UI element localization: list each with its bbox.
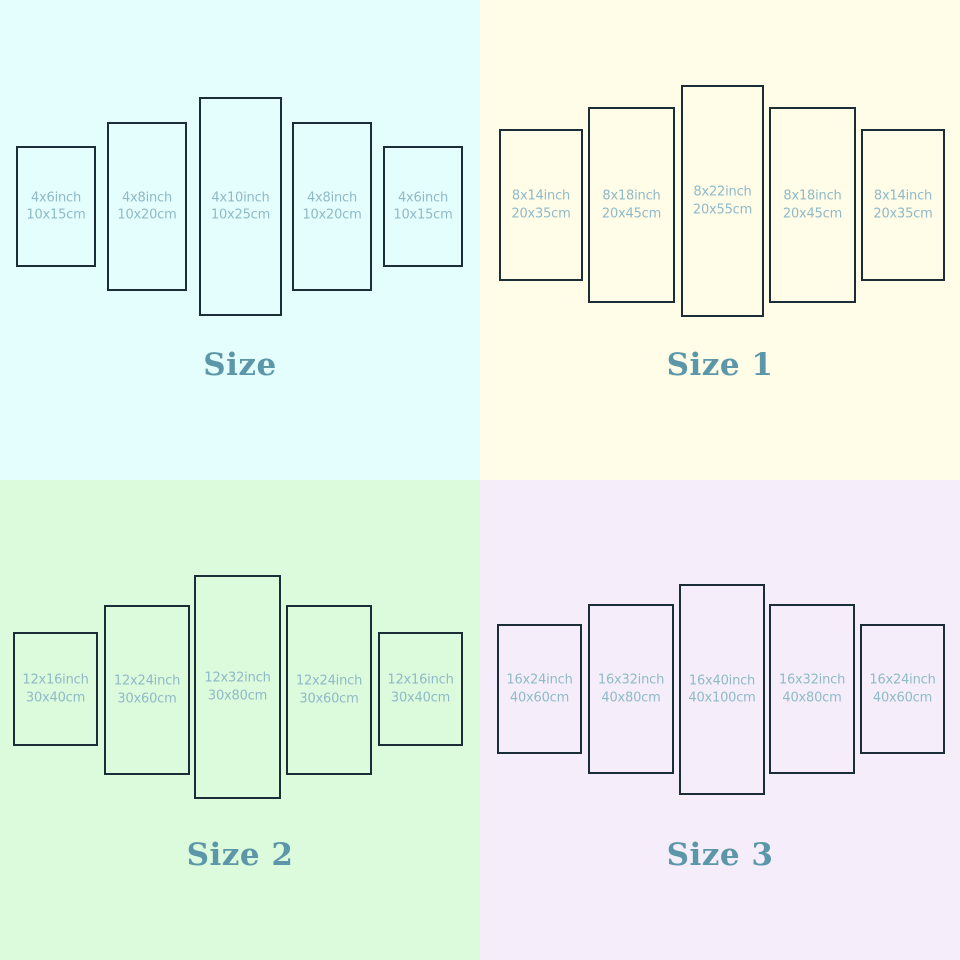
panel-5[interactable]: 8x14inch 20x35cm bbox=[861, 129, 945, 281]
panel-label-inch: 16x32inch bbox=[597, 672, 665, 688]
panel-3[interactable]: 8x22inch 20x55cm bbox=[681, 85, 764, 317]
panel-label-inch: 8x18inch bbox=[783, 188, 842, 204]
size-group-size-2: 12x16inch 30x40cm 12x24inch 30x60cm 12x3… bbox=[0, 480, 480, 960]
panel-3[interactable]: 16x40inch 40x100cm bbox=[679, 584, 765, 795]
panel-label: 4x10inch 10x25cm bbox=[211, 189, 270, 224]
panel-label: 16x32inch 40x80cm bbox=[598, 671, 664, 706]
panel-label-inch: 12x24inch bbox=[113, 673, 181, 689]
panel-label-cm: 10x15cm bbox=[393, 207, 453, 223]
panel-label-cm: 30x60cm bbox=[117, 691, 177, 706]
panel-2[interactable]: 16x32inch 40x80cm bbox=[588, 604, 674, 774]
panel-label: 12x24inch 30x60cm bbox=[296, 672, 362, 707]
panel-label-inch: 12x24inch bbox=[295, 673, 363, 689]
panel-label: 4x8inch 10x20cm bbox=[302, 189, 361, 224]
panel-label-inch: 4x6inch bbox=[30, 189, 82, 205]
panel-group: 16x24inch 40x60cm 16x32inch 40x80cm 16x4… bbox=[480, 480, 960, 960]
panel-label-cm: 40x80cm bbox=[782, 690, 842, 705]
panel-2[interactable]: 12x24inch 30x60cm bbox=[104, 605, 190, 775]
panel-label-cm: 10x20cm bbox=[117, 207, 177, 223]
panel-label: 8x18inch 20x45cm bbox=[783, 187, 842, 222]
panel-label-inch: 8x18inch bbox=[602, 188, 661, 204]
panel-label: 16x24inch 40x60cm bbox=[869, 671, 935, 706]
panel-label: 12x24inch 30x60cm bbox=[114, 672, 180, 707]
panel-label-cm: 10x15cm bbox=[26, 207, 86, 223]
group-title: Size 3 bbox=[666, 837, 774, 873]
panel-4[interactable]: 16x32inch 40x80cm bbox=[769, 604, 855, 774]
panel-label: 8x18inch 20x45cm bbox=[602, 187, 661, 222]
panel-label: 16x24inch 40x60cm bbox=[506, 671, 572, 706]
panel-label-cm: 40x80cm bbox=[601, 690, 661, 705]
panel-label-inch: 4x6inch bbox=[397, 189, 449, 205]
panel-label: 12x16inch 30x40cm bbox=[22, 671, 88, 706]
size-group-size-1: 8x14inch 20x35cm 8x18inch 20x45cm 8x22in… bbox=[480, 0, 960, 480]
panel-4[interactable]: 8x18inch 20x45cm bbox=[769, 107, 856, 303]
panel-label-cm: 30x40cm bbox=[390, 690, 451, 705]
panel-label: 8x14inch 20x35cm bbox=[873, 187, 932, 222]
panel-label-cm: 40x100cm bbox=[688, 690, 756, 706]
panel-label-inch: 16x24inch bbox=[506, 672, 573, 688]
panel-label-cm: 30x40cm bbox=[25, 690, 86, 705]
panel-3[interactable]: 12x32inch 30x80cm bbox=[194, 575, 281, 799]
panel-label-cm: 40x60cm bbox=[509, 690, 570, 705]
panel-label-inch: 16x32inch bbox=[778, 672, 846, 688]
panel-label-cm: 30x80cm bbox=[207, 688, 268, 703]
panel-1[interactable]: 16x24inch 40x60cm bbox=[497, 624, 582, 754]
panel-label-inch: 4x10inch bbox=[211, 189, 270, 205]
panel-1[interactable]: 8x14inch 20x35cm bbox=[499, 129, 583, 281]
size-group-size-3: 16x24inch 40x60cm 16x32inch 40x80cm 16x4… bbox=[480, 480, 960, 960]
panel-label-inch: 16x40inch bbox=[688, 672, 756, 688]
panel-1[interactable]: 12x16inch 30x40cm bbox=[13, 632, 98, 746]
panel-label: 8x14inch 20x35cm bbox=[511, 187, 570, 222]
panel-label-inch: 8x22inch bbox=[693, 184, 752, 200]
panel-label-cm: 20x55cm bbox=[692, 202, 753, 217]
panel-5[interactable]: 4x6inch 10x15cm bbox=[383, 146, 463, 267]
panel-label-cm: 20x35cm bbox=[873, 206, 933, 221]
panel-label-cm: 10x25cm bbox=[210, 207, 271, 223]
panel-label: 4x6inch 10x15cm bbox=[393, 189, 452, 224]
panel-label: 16x32inch 40x80cm bbox=[779, 671, 845, 706]
panel-label-cm: 30x60cm bbox=[299, 691, 359, 706]
group-title: Size bbox=[203, 347, 277, 383]
panel-4[interactable]: 12x24inch 30x60cm bbox=[286, 605, 372, 775]
panel-label: 4x8inch 10x20cm bbox=[117, 189, 176, 224]
panel-label-cm: 20x45cm bbox=[601, 206, 662, 221]
panel-group: 12x16inch 30x40cm 12x24inch 30x60cm 12x3… bbox=[0, 480, 480, 960]
panel-5[interactable]: 16x24inch 40x60cm bbox=[860, 624, 945, 754]
panel-label-cm: 10x20cm bbox=[302, 207, 362, 223]
panel-label-cm: 20x45cm bbox=[782, 206, 843, 221]
group-title: Size 2 bbox=[186, 837, 294, 873]
panel-group: 4x6inch 10x15cm 4x8inch 10x20cm 4x10inch… bbox=[0, 0, 480, 480]
size-group-size: 4x6inch 10x15cm 4x8inch 10x20cm 4x10inch… bbox=[0, 0, 480, 480]
panel-label-cm: 40x60cm bbox=[872, 690, 933, 705]
panel-2[interactable]: 8x18inch 20x45cm bbox=[588, 107, 675, 303]
panel-label-inch: 4x8inch bbox=[306, 189, 358, 205]
panel-label-inch: 12x32inch bbox=[204, 670, 271, 686]
panel-label-cm: 20x35cm bbox=[511, 206, 571, 221]
group-title: Size 1 bbox=[666, 347, 774, 383]
panel-label-inch: 8x14inch bbox=[873, 188, 933, 204]
panel-2[interactable]: 4x8inch 10x20cm bbox=[107, 122, 187, 291]
panel-label-inch: 16x24inch bbox=[869, 672, 936, 688]
panel-group: 8x14inch 20x35cm 8x18inch 20x45cm 8x22in… bbox=[480, 0, 960, 480]
panel-label: 12x32inch 30x80cm bbox=[204, 669, 270, 704]
panel-4[interactable]: 4x8inch 10x20cm bbox=[292, 122, 372, 291]
panel-label-inch: 4x8inch bbox=[121, 189, 173, 205]
panel-label: 12x16inch 30x40cm bbox=[387, 671, 453, 706]
panel-5[interactable]: 12x16inch 30x40cm bbox=[378, 632, 463, 746]
panel-label: 4x6inch 10x15cm bbox=[26, 189, 85, 224]
panel-label: 16x40inch 40x100cm bbox=[688, 672, 755, 707]
panel-label-inch: 12x16inch bbox=[387, 672, 454, 688]
panel-label-inch: 8x14inch bbox=[511, 188, 571, 204]
panel-label-inch: 12x16inch bbox=[22, 672, 89, 688]
panel-3[interactable]: 4x10inch 10x25cm bbox=[199, 97, 282, 316]
panel-1[interactable]: 4x6inch 10x15cm bbox=[16, 146, 96, 267]
panel-label: 8x22inch 20x55cm bbox=[693, 183, 752, 218]
